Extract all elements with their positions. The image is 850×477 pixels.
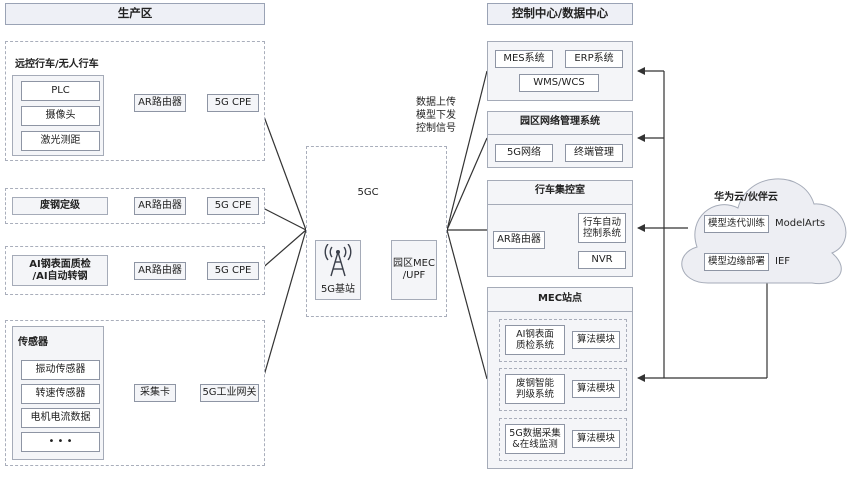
park-mec-upf-box: 园区MEC /UPF <box>391 240 437 300</box>
ai-inspection-line1: AI钢表面质检 <box>29 258 91 270</box>
algorithm-module-box: 算法模块 <box>572 430 620 448</box>
park-mec-line2: /UPF <box>402 270 426 281</box>
terminal-mgmt-box: 终端管理 <box>565 144 623 162</box>
wms-wcs-box: WMS/WCS <box>519 74 599 92</box>
huawei-cloud-title: 华为云/伙伴云 <box>714 192 778 203</box>
crane-auto-control-box: 行车自动 控制系统 <box>578 213 626 243</box>
base-station-label: 5G基站 <box>320 284 356 295</box>
scrap-grading-system-box: 废钢智能 判级系统 <box>505 374 565 404</box>
5gc-label: 5GC <box>357 187 379 198</box>
ai-inspection-line2: /AI自动转钢 <box>32 270 88 282</box>
park-network-title: 园区网络管理系统 <box>520 116 600 127</box>
mec-site-title: MEC站点 <box>537 293 583 304</box>
mec-row <box>499 368 627 411</box>
cpe-box: 5G CPE <box>207 197 259 215</box>
crane-group-title: 远控行车/无人行车 <box>15 59 99 70</box>
control-zone-banner: 控制中心/数据中心 <box>487 3 633 25</box>
ai-quality-line2: 质检系统 <box>515 340 554 351</box>
model-training-box: 模型迭代训练 <box>704 215 769 233</box>
ief-label: IEF <box>775 256 791 267</box>
nvr-box: NVR <box>578 251 626 269</box>
5g-network-box: 5G网络 <box>495 144 553 162</box>
more-box: • • • <box>21 432 100 452</box>
mes-system-box: MES系统 <box>495 50 553 68</box>
algorithm-module-box: 算法模块 <box>572 380 620 398</box>
ar-router-box: AR路由器 <box>134 94 186 112</box>
scrap-system-line2: 判级系统 <box>515 389 554 400</box>
data-collection-line2: &在线监测 <box>512 439 558 450</box>
capture-card-box: 采集卡 <box>134 384 176 402</box>
park-mec-line1: 园区MEC <box>393 258 435 269</box>
erp-system-box: ERP系统 <box>565 50 623 68</box>
uplink-note-line1: 数据上传 <box>416 97 456 108</box>
park-network-divider <box>487 134 633 135</box>
edge-deploy-box: 模型边缘部署 <box>704 253 769 271</box>
uplink-note: 数据上传 模型下发 控制信号 <box>410 96 462 135</box>
ai-quality-line1: AI钢表面 <box>516 328 554 340</box>
camera-box: 摄像头 <box>21 106 100 126</box>
vibration-sensor-box: 振动传感器 <box>21 360 100 380</box>
crane-auto-line2: 控制系统 <box>582 228 621 239</box>
cpe-box: 5G CPE <box>207 262 259 280</box>
motor-current-box: 电机电流数据 <box>21 408 100 428</box>
ar-router-box: AR路由器 <box>134 197 186 215</box>
uplink-note-line2: 模型下发 <box>416 110 456 121</box>
ai-quality-system-box: AI钢表面 质检系统 <box>505 325 565 355</box>
mec-site-divider <box>487 311 633 312</box>
algorithm-module-box: 算法模块 <box>572 331 620 349</box>
mec-row <box>499 418 627 461</box>
modelarts-label: ModelArts <box>775 218 826 229</box>
ar-router-box: AR路由器 <box>134 262 186 280</box>
crane-control-room-title: 行车集控室 <box>535 185 585 196</box>
scrap-system-line1: 废钢智能 <box>515 377 554 389</box>
cpe-box: 5G CPE <box>207 94 259 112</box>
data-collection-line1: 5G数据采集 <box>509 427 561 439</box>
industrial-gateway-box: 5G工业网关 <box>200 384 259 402</box>
antenna-tower-icon <box>324 244 352 277</box>
crane-auto-line1: 行车自动 <box>582 216 621 228</box>
uplink-note-line3: 控制信号 <box>416 123 456 134</box>
plc-box: PLC <box>21 81 100 101</box>
scrap-grading-box: 废钢定级 <box>12 197 108 215</box>
crane-room-divider <box>487 204 633 205</box>
speed-sensor-box: 转速传感器 <box>21 384 100 404</box>
ai-inspection-box: AI钢表面质检 /AI自动转钢 <box>12 255 108 286</box>
mec-row <box>499 319 627 362</box>
production-zone-banner: 生产区 <box>5 3 265 25</box>
laser-range-box: 激光测距 <box>21 131 100 151</box>
data-collection-system-box: 5G数据采集 &在线监测 <box>505 424 565 454</box>
sensor-title: 传感器 <box>18 337 48 348</box>
ar-router-box: AR路由器 <box>493 231 545 249</box>
